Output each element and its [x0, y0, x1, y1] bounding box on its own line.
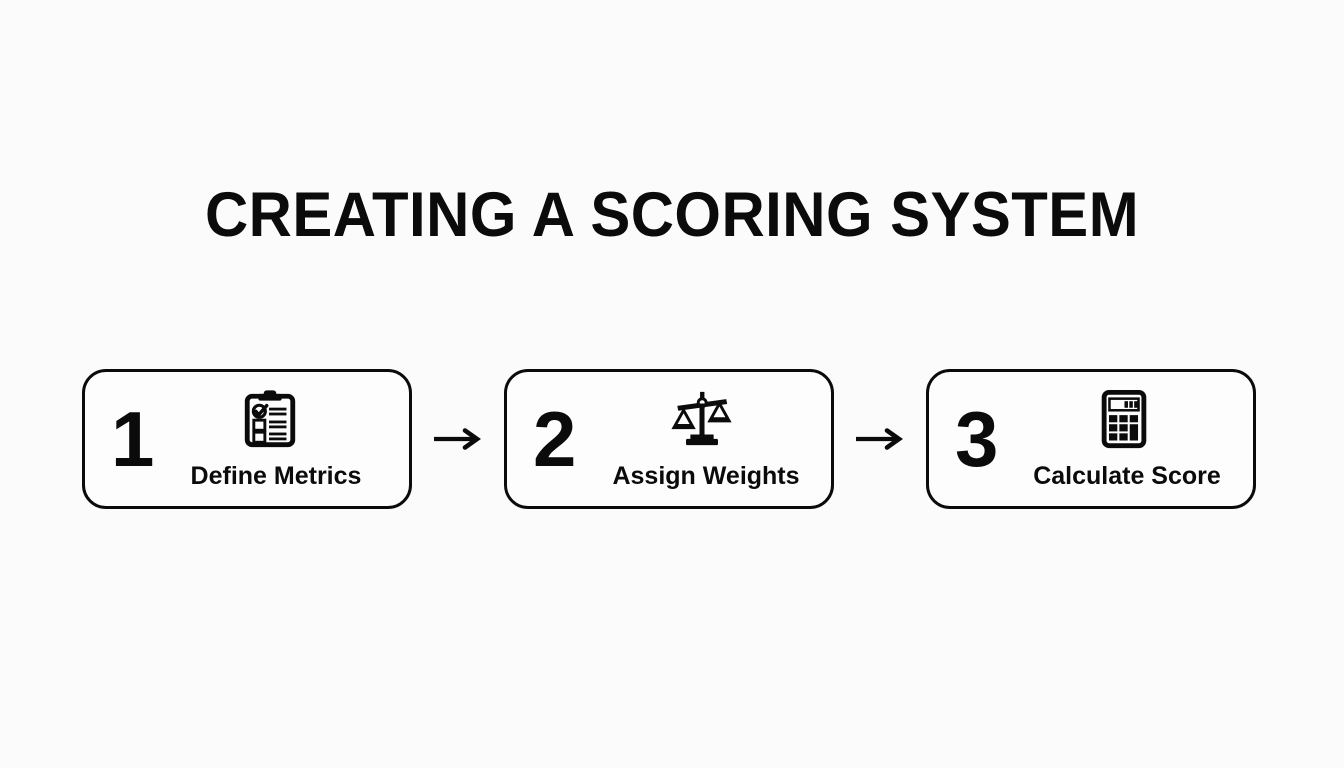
step-label-2: Assign Weights [612, 461, 800, 490]
clipboard-checklist-icon [239, 388, 301, 450]
step-label-1: Define Metrics [190, 461, 362, 490]
step-number-1: 1 [111, 395, 155, 483]
calculator-icon [1093, 388, 1155, 450]
process-flow: 1 [82, 368, 1256, 510]
step-number-2: 2 [533, 395, 577, 483]
step-label-3: Calculate Score [1033, 461, 1221, 490]
balance-scale-icon [671, 388, 733, 450]
arrow-right-icon [851, 422, 909, 456]
step-card-2[interactable]: 2 [504, 369, 834, 509]
step-card-3[interactable]: 3 [926, 369, 1256, 509]
arrow-right-icon [429, 422, 487, 456]
step-card-1[interactable]: 1 [82, 369, 412, 509]
page-title: CREATING A SCORING SYSTEM [204, 180, 1140, 250]
step-number-3: 3 [955, 395, 999, 483]
